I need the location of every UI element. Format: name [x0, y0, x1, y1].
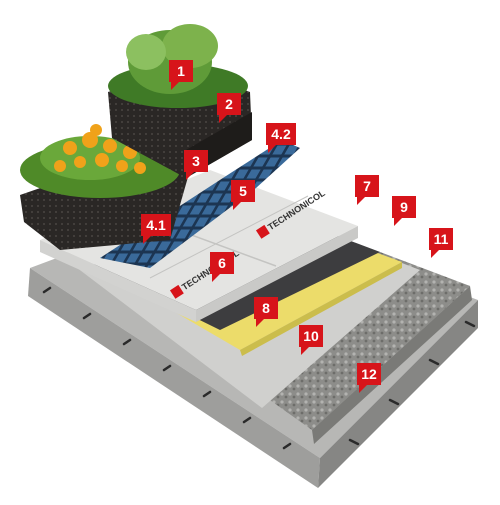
- marker-pin-icon: [266, 123, 296, 153]
- marker-label: 9: [400, 199, 408, 215]
- marker-label: 3: [192, 153, 200, 169]
- marker-pin-icon: [392, 196, 416, 226]
- marker-11: 11: [429, 228, 453, 258]
- insulation-boards: [40, 170, 358, 322]
- marker-9: 9: [392, 196, 416, 226]
- marker-pin-icon: [217, 93, 241, 123]
- marker-5: 5: [231, 180, 255, 210]
- marker-pin-icon: [355, 175, 379, 205]
- marker-pin-icon: [299, 325, 323, 355]
- marker-pin-icon: [357, 363, 381, 393]
- marker-12: 12: [357, 363, 381, 393]
- marker-3: 3: [184, 150, 208, 180]
- marker-4-2: 4.2: [266, 123, 296, 153]
- marker-label: 1: [177, 63, 185, 79]
- marker-label: 7: [363, 178, 371, 194]
- marker-pin-icon: [231, 180, 255, 210]
- marker-7: 7: [355, 175, 379, 205]
- marker-1: 1: [169, 60, 193, 90]
- marker-10: 10: [299, 325, 323, 355]
- marker-4-1: 4.1: [141, 214, 171, 244]
- marker-6: 6: [210, 252, 234, 282]
- marker-pin-icon: [210, 252, 234, 282]
- marker-label: 5: [239, 183, 247, 199]
- marker-8: 8: [254, 297, 278, 327]
- marker-pin-icon: [169, 60, 193, 90]
- marker-label: 2: [225, 96, 233, 112]
- marker-2: 2: [217, 93, 241, 123]
- marker-label: 4.2: [271, 126, 291, 142]
- logo-icon: [169, 284, 184, 299]
- marker-label: 11: [434, 231, 449, 247]
- logo-icon: [255, 224, 270, 239]
- marker-label: 10: [303, 328, 319, 344]
- marker-pin-icon: [254, 297, 278, 327]
- flowers: [54, 124, 146, 174]
- marker-label: 12: [361, 366, 377, 382]
- marker-label: 4.1: [146, 217, 166, 233]
- rebar-stubs: [42, 286, 476, 450]
- marker-label: 8: [262, 300, 270, 316]
- marker-label: 6: [218, 255, 226, 271]
- marker-pin-icon: [141, 214, 171, 244]
- marker-pin-icon: [429, 228, 453, 258]
- marker-pin-icon: [184, 150, 208, 180]
